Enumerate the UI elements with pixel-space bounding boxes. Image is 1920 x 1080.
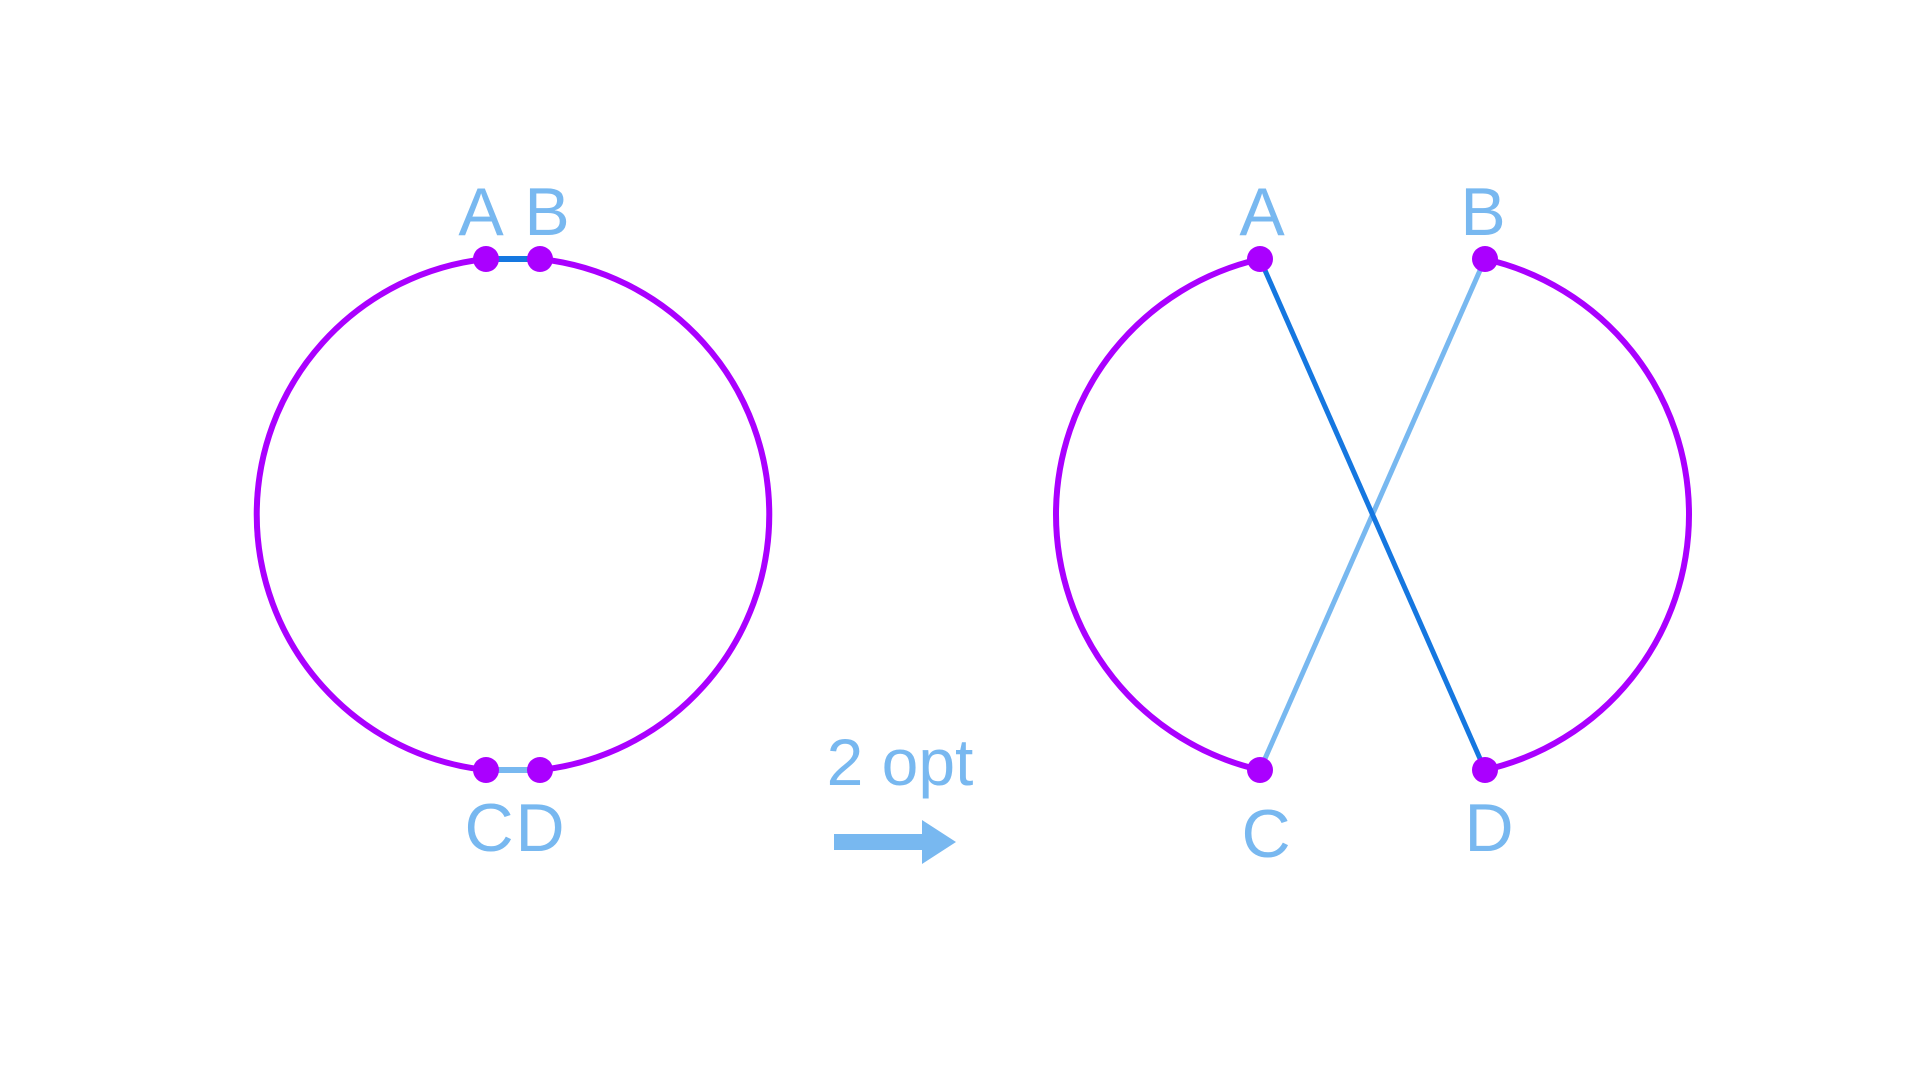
- after-label-d: D: [1464, 790, 1513, 866]
- before-right-arc: [539, 256, 773, 773]
- after-node-b: [1472, 246, 1498, 272]
- before-tour: A B C D: [253, 174, 773, 866]
- after-node-d: [1472, 757, 1498, 783]
- right-arrow-icon: [834, 820, 956, 864]
- before-node-b: [527, 246, 553, 272]
- before-node-a: [473, 246, 499, 272]
- before-label-a: A: [458, 174, 504, 250]
- before-label-b: B: [524, 174, 569, 250]
- after-left-arc: [1053, 256, 1261, 773]
- before-left-arc: [253, 256, 487, 773]
- after-right-arc: [1484, 256, 1692, 773]
- after-node-c: [1247, 757, 1273, 783]
- after-label-b: B: [1460, 174, 1505, 250]
- operation: 2 opt: [827, 725, 974, 864]
- before-label-d: D: [515, 790, 564, 866]
- operation-label: 2 opt: [827, 725, 974, 799]
- after-label-c: C: [1241, 796, 1290, 872]
- before-node-c: [473, 757, 499, 783]
- before-node-d: [527, 757, 553, 783]
- before-label-c: C: [464, 790, 513, 866]
- after-edge-ad: [1257, 257, 1488, 772]
- after-node-a: [1247, 246, 1273, 272]
- after-label-a: A: [1239, 174, 1285, 250]
- after-tour: A B C D: [1053, 174, 1692, 872]
